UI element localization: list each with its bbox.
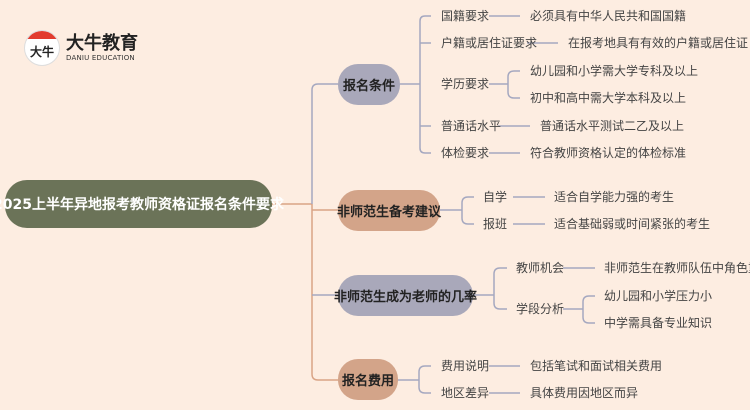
leaf-value: 普通话水平测试二乙及以上 — [540, 119, 685, 133]
node-regional-difference[interactable]: 地区差异 — [441, 386, 490, 400]
leaf-value: 非师范生在教师队伍中角色重要 — [604, 261, 750, 275]
leaf-value: 包括笔试和面试相关费用 — [530, 359, 663, 373]
node-education[interactable]: 学历要求 — [441, 77, 490, 91]
leaf-value: 具体费用因地区而异 — [530, 386, 639, 400]
root-node[interactable]: 2025上半年异地报考教师资格证报名条件要求 — [0, 180, 284, 228]
node-opportunity[interactable]: 教师机会 — [516, 261, 565, 275]
node-class[interactable]: 报班 — [483, 217, 508, 231]
leaf-value: 幼儿园和小学压力小 — [604, 289, 713, 303]
branch-teacher-chance[interactable]: 非师范生成为老师的几率 — [334, 275, 477, 316]
leaf-value: 初中和高中需大学本科及以上 — [530, 91, 687, 105]
node-residence[interactable]: 户籍或居住证要求 — [441, 36, 538, 50]
node-self-study[interactable]: 自学 — [483, 190, 508, 204]
leaf-value: 符合教师资格认定的体检标准 — [530, 146, 687, 160]
node-mandarin[interactable]: 普通话水平 — [441, 119, 502, 133]
logo-mark-text: 大牛 — [29, 44, 54, 59]
branch-registration-conditions[interactable]: 报名条件 — [338, 64, 400, 105]
node-fee-description[interactable]: 费用说明 — [441, 359, 490, 373]
logo-mark: 大牛 — [24, 30, 60, 66]
leaf-value: 适合自学能力强的考生 — [554, 190, 675, 204]
node-physical[interactable]: 体检要求 — [441, 146, 490, 160]
node-stage-analysis[interactable]: 学段分析 — [516, 302, 565, 316]
leaf-value: 适合基础弱或时间紧张的考生 — [554, 217, 711, 231]
leaf-value: 中学需具备专业知识 — [604, 316, 713, 330]
leaf-value: 幼儿园和小学需大学专科及以上 — [530, 64, 699, 78]
branch-prep-advice[interactable]: 非师范生备考建议 — [337, 190, 441, 231]
logo-name: 大牛教育 — [66, 33, 138, 54]
node-nationality[interactable]: 国籍要求 — [441, 9, 490, 23]
logo: 大牛 大牛教育 DANIU EDUCATION — [24, 30, 138, 66]
branch-registration-fee[interactable]: 报名费用 — [338, 359, 398, 400]
logo-subtitle: DANIU EDUCATION — [66, 54, 135, 62]
leaf-value: 必须具有中华人民共和国国籍 — [530, 9, 687, 23]
leaf-value: 在报考地具有有效的户籍或居住证 — [568, 36, 749, 50]
